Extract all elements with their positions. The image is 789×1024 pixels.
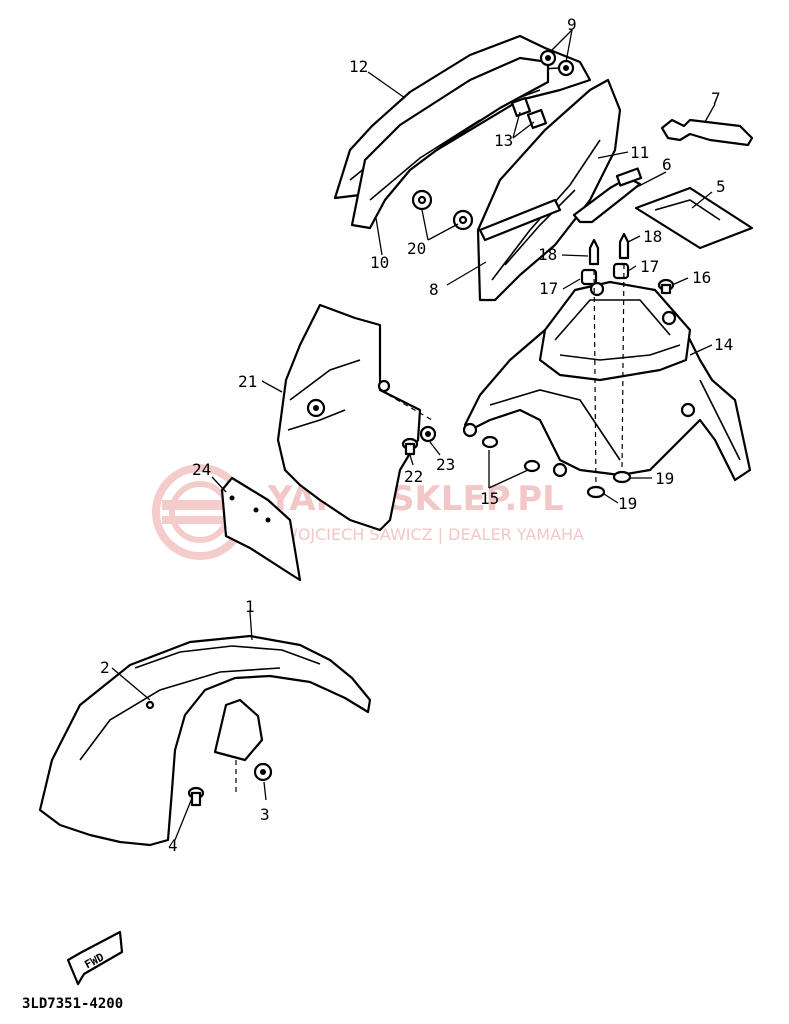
part-label-22: 22	[404, 467, 423, 486]
part-label-16: 16	[692, 268, 711, 287]
part-label-5: 5	[716, 177, 726, 196]
part-9-nuts	[539, 49, 575, 77]
part-21-inner-fender	[276, 303, 422, 532]
part-label-17b: 17	[640, 257, 659, 276]
part-label-18b: 18	[643, 227, 662, 246]
part-19-washers	[586, 470, 632, 499]
part-label-14: 14	[714, 335, 733, 354]
part-label-20: 20	[407, 239, 426, 258]
diagram-code: 3LD7351-4200	[22, 996, 123, 1012]
part-7-wrench	[660, 118, 754, 147]
part-22-bolt	[401, 437, 419, 456]
part-label-12: 12	[349, 57, 368, 76]
watermark-tagline: WOJCIECH SAWICZ | DEALER YAMAHA	[282, 525, 584, 544]
part-14-rear-fender	[462, 280, 752, 482]
part-label-13: 13	[494, 131, 513, 150]
part-label-6: 6	[662, 155, 672, 174]
part-8-tail-cowl	[476, 78, 622, 302]
part-13-dampers	[510, 96, 548, 130]
part-label-17a: 17	[539, 279, 558, 298]
part-label-18a: 18	[538, 245, 557, 264]
part-label-7: 7	[711, 89, 721, 108]
part-6-strap	[572, 167, 643, 224]
leader-lines	[111, 29, 716, 841]
part-23-nut	[419, 425, 437, 443]
part-label-19b: 19	[618, 494, 637, 513]
part-label-8: 8	[429, 280, 439, 299]
part-label-19a: 19	[655, 469, 674, 488]
part-label-11: 11	[630, 143, 649, 162]
part-15-bolts	[481, 435, 541, 473]
part-label-21: 21	[238, 372, 257, 391]
part-number-labels: 1 2 3 4 5 6 7 8 9 10 11 12 13 14 15 16 1…	[100, 15, 733, 855]
part-label-10: 10	[370, 253, 389, 272]
part-label-3: 3	[260, 805, 270, 824]
part-5-tool-bag	[634, 186, 754, 250]
part-20-grommets	[411, 189, 474, 231]
part-17-collars	[580, 262, 630, 286]
part-24-flap	[220, 476, 302, 582]
part-3-nut	[253, 762, 273, 782]
part-10-side-cover	[350, 56, 550, 230]
part-4-bolt	[187, 786, 205, 807]
part-16-bolt	[657, 278, 675, 295]
part-label-24: 24	[192, 460, 211, 479]
part-18-rivets	[588, 232, 630, 266]
part-label-9: 9	[567, 15, 577, 34]
part-label-2: 2	[100, 658, 110, 677]
part-label-4: 4	[168, 836, 178, 855]
part-label-1: 1	[245, 597, 255, 616]
part-1-front-fender	[38, 634, 372, 847]
dealer-watermark: YAMA-SKLEP.PL WOJCIECH SAWICZ | DEALER Y…	[152, 464, 584, 560]
part-label-23: 23	[436, 455, 455, 474]
forward-direction-arrow: FWD	[66, 930, 124, 986]
part-label-15: 15	[480, 489, 499, 508]
